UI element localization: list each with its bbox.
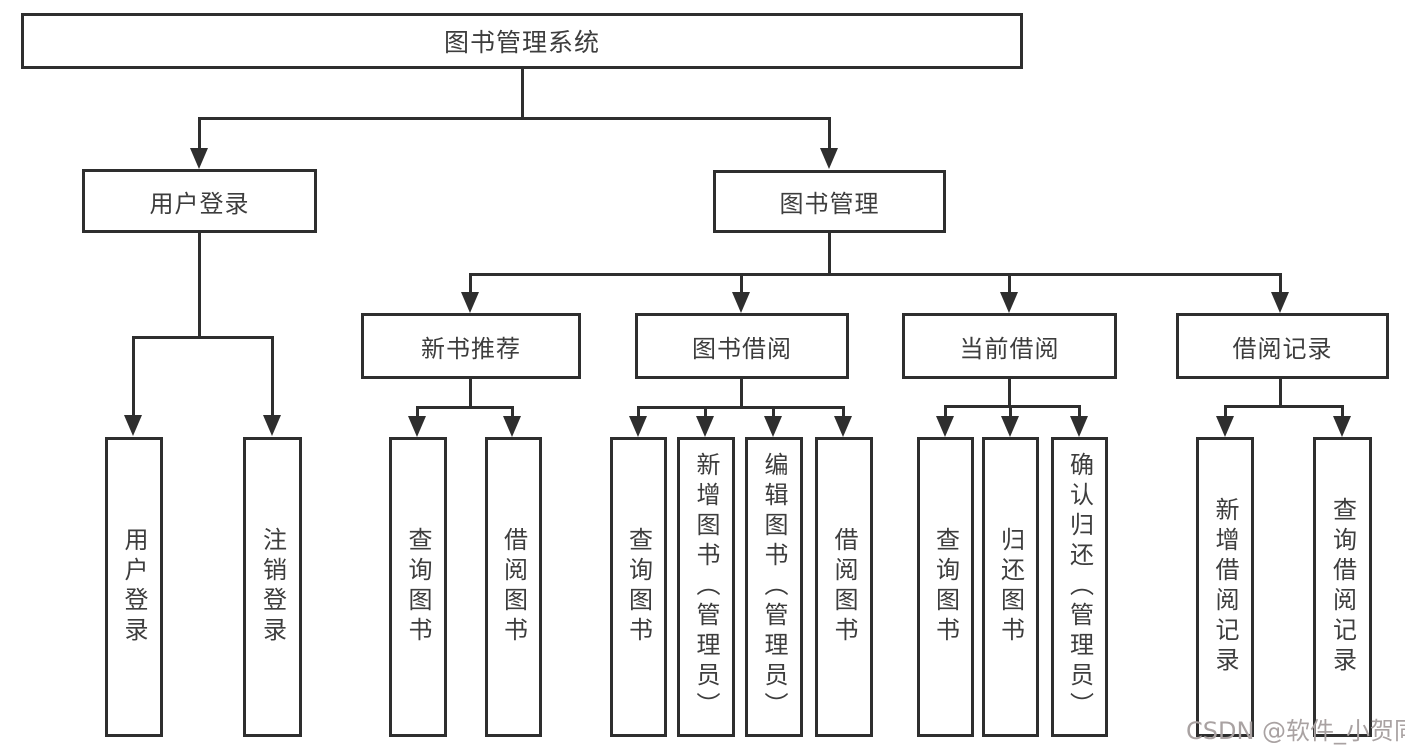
leaf-add-borrow-record: 新增借阅记录 <box>1196 437 1254 737</box>
leaf-logout-label: 注销登录 <box>258 527 287 647</box>
node-root: 图书管理系统 <box>21 13 1023 69</box>
leaf-borrow-books-recommend: 借阅图书 <box>485 437 542 737</box>
leaf-query-books-current: 查询图书 <box>917 437 974 737</box>
connector <box>704 406 707 416</box>
leaf-user-login-label: 用户登录 <box>120 527 148 647</box>
connector <box>637 406 640 416</box>
arrow-down-icon <box>732 292 750 313</box>
leaf-query-books-recommend-label: 查询图书 <box>404 527 432 647</box>
arrow-down-icon <box>190 148 208 169</box>
leaf-query-borrow-record: 查询借阅记录 <box>1313 437 1372 737</box>
leaf-query-books-recommend: 查询图书 <box>389 437 447 737</box>
leaf-user-login: 用户登录 <box>105 437 163 737</box>
leaf-borrow-books-recommend-label: 借阅图书 <box>499 527 528 647</box>
arrow-down-icon <box>1070 416 1088 437</box>
node-borrow-records-label: 借阅记录 <box>1232 334 1333 363</box>
connector <box>842 406 845 416</box>
node-book-borrow-label: 图书借阅 <box>692 334 792 363</box>
arrow-down-icon <box>503 416 521 437</box>
arrow-down-icon <box>1333 416 1351 437</box>
leaf-query-books-current-label: 查询图书 <box>931 527 960 647</box>
connector <box>132 336 135 415</box>
leaf-add-borrow-record-label: 新增借阅记录 <box>1211 497 1239 677</box>
connector <box>740 379 743 406</box>
connector <box>1341 405 1344 416</box>
connector <box>1279 379 1282 405</box>
arrow-down-icon <box>1216 416 1234 437</box>
node-book-borrow: 图书借阅 <box>635 313 849 379</box>
connector <box>469 273 472 292</box>
connector <box>772 406 775 416</box>
connector <box>1078 405 1081 416</box>
leaf-confirm-return-admin: 确认归还（管理员） <box>1051 437 1108 737</box>
leaf-query-borrow-record-label: 查询借阅记录 <box>1328 497 1357 677</box>
node-borrow-records: 借阅记录 <box>1176 313 1389 379</box>
node-book-management: 图书管理 <box>713 170 946 233</box>
connector <box>1224 405 1227 416</box>
connector <box>469 273 1282 276</box>
node-user-login-label: 用户登录 <box>149 189 250 218</box>
connector <box>828 117 831 148</box>
arrow-down-icon <box>263 415 281 436</box>
node-root-label: 图书管理系统 <box>443 28 600 57</box>
connector <box>1009 405 1012 416</box>
arrow-down-icon <box>1271 292 1289 313</box>
connector <box>828 233 831 273</box>
node-user-login: 用户登录 <box>82 169 317 233</box>
connector <box>416 406 419 416</box>
leaf-add-book-admin-label: 新增图书（管理员） <box>692 452 720 722</box>
connector <box>198 233 201 337</box>
leaf-add-book-admin: 新增图书（管理员） <box>677 437 735 737</box>
leaf-return-books-label: 归还图书 <box>996 527 1025 647</box>
connector <box>132 336 274 339</box>
connector <box>198 117 201 148</box>
arrow-down-icon <box>936 416 954 437</box>
arrow-down-icon <box>1001 416 1019 437</box>
arrow-down-icon <box>1000 292 1018 313</box>
leaf-confirm-return-admin-label: 确认归还（管理员） <box>1065 452 1094 722</box>
connector <box>944 405 947 416</box>
connector <box>511 406 514 416</box>
connector <box>1008 379 1011 405</box>
arrow-down-icon <box>408 416 426 437</box>
node-current-borrow: 当前借阅 <box>902 313 1117 379</box>
connector <box>469 379 472 406</box>
node-new-book-recommend: 新书推荐 <box>361 313 581 379</box>
arrow-down-icon <box>764 416 782 437</box>
arrow-down-icon <box>834 416 852 437</box>
node-current-borrow-label: 当前借阅 <box>959 334 1060 363</box>
connector <box>1224 405 1343 408</box>
node-new-book-recommend-label: 新书推荐 <box>421 334 521 363</box>
leaf-edit-book-admin-label: 编辑图书（管理员） <box>760 452 788 722</box>
node-book-management-label: 图书管理 <box>779 190 880 218</box>
leaf-return-books: 归还图书 <box>982 437 1039 737</box>
leaf-query-books-borrow: 查询图书 <box>610 437 667 737</box>
leaf-query-books-borrow-label: 查询图书 <box>624 527 653 647</box>
connector <box>416 406 514 409</box>
leaf-borrow-books-label: 借阅图书 <box>830 527 858 647</box>
connector <box>740 273 743 292</box>
arrow-down-icon <box>124 415 142 436</box>
leaf-borrow-books: 借阅图书 <box>815 437 873 737</box>
watermark: CSDN @软件_小贺同学 <box>1186 717 1405 745</box>
arrow-down-icon <box>696 416 714 437</box>
connector <box>271 336 274 415</box>
arrow-down-icon <box>461 292 479 313</box>
arrow-down-icon <box>820 148 838 169</box>
leaf-edit-book-admin: 编辑图书（管理员） <box>745 437 803 737</box>
connector <box>198 117 831 120</box>
connector <box>521 68 524 117</box>
connector <box>1279 273 1282 292</box>
connector <box>1008 273 1011 292</box>
connector <box>637 406 843 409</box>
arrow-down-icon <box>629 416 647 437</box>
leaf-logout: 注销登录 <box>243 437 302 737</box>
